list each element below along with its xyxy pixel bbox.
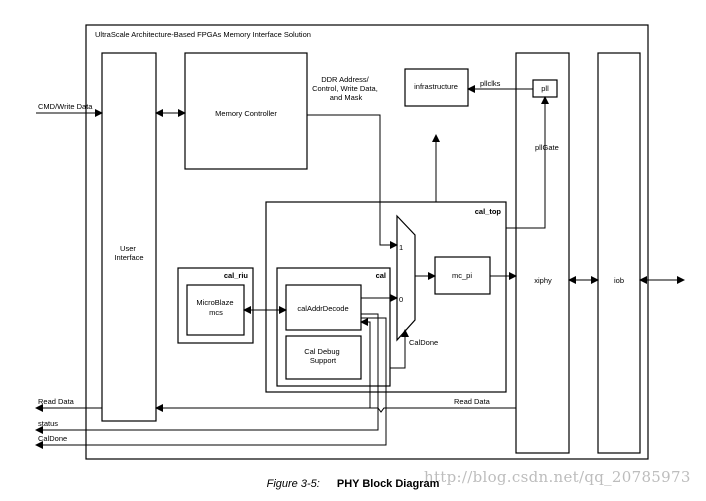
phy-block-diagram: UltraScale Architecture-Based FPGAs Memo… xyxy=(35,24,685,460)
pllgate-path xyxy=(506,96,549,229)
figure-caption: Figure 3-5: PHY Block Diagram xyxy=(0,478,706,490)
memory-controller-block xyxy=(184,52,308,170)
infrastructure-block xyxy=(404,68,469,107)
caldone-left-label: CalDone xyxy=(38,434,67,443)
pllclks-label: pllclks xyxy=(480,79,501,88)
mux-input-0-label: 0 xyxy=(399,295,403,304)
xiphy-label: xiphy xyxy=(534,276,552,285)
xiphy-block xyxy=(515,52,570,454)
status-path xyxy=(35,313,379,434)
read-data-right-label: Read Data xyxy=(454,397,491,406)
read-data-left-label: Read Data xyxy=(38,397,75,406)
caldone-out-path xyxy=(35,317,387,449)
cal-debug-label: Cal Debug Support xyxy=(304,347,342,365)
pll-label: pll xyxy=(541,84,549,93)
ddr-address-path xyxy=(307,114,398,249)
caldone-mux-path xyxy=(390,329,409,369)
figure-label: Figure 3-5: xyxy=(266,478,320,490)
watermark: http://blog.csdn.net/qq_20785973 xyxy=(424,468,691,486)
cal-debug-block xyxy=(285,335,362,380)
outer-title: UltraScale Architecture-Based FPGAs Memo… xyxy=(95,30,311,39)
user-interface-block xyxy=(101,52,157,422)
mux-input-1-label: 1 xyxy=(399,243,403,252)
cmd-write-label: CMD/Write Data xyxy=(38,102,93,111)
infrastructure-label: infrastructure xyxy=(414,82,458,91)
read-data-to-cal xyxy=(360,318,371,408)
iob-block xyxy=(597,52,641,454)
mux-block xyxy=(396,214,416,342)
cal-addr-decode-label: calAddrDecode xyxy=(297,304,348,313)
cal-riu-label: cal_riu xyxy=(224,271,249,280)
caldone-mux-label: CalDone xyxy=(409,338,438,347)
user-interface-label: User Interface xyxy=(114,244,143,262)
cal-label: cal xyxy=(376,271,386,280)
read-data-path xyxy=(155,404,516,413)
ddr-address-label: DDR Address/ Control, Write Data, and Ma… xyxy=(312,75,380,102)
cal-top-label: cal_top xyxy=(475,207,502,216)
pllgate-label: pllGate xyxy=(535,143,559,152)
microblaze-label: MicroBlaze mcs xyxy=(196,298,235,317)
iob-label: iob xyxy=(614,276,624,285)
mc-pi-label: mc_pi xyxy=(452,271,472,280)
memory-controller-label: Memory Controller xyxy=(215,109,277,118)
status-label: status xyxy=(38,419,58,428)
figure-title: PHY Block Diagram xyxy=(336,478,440,490)
